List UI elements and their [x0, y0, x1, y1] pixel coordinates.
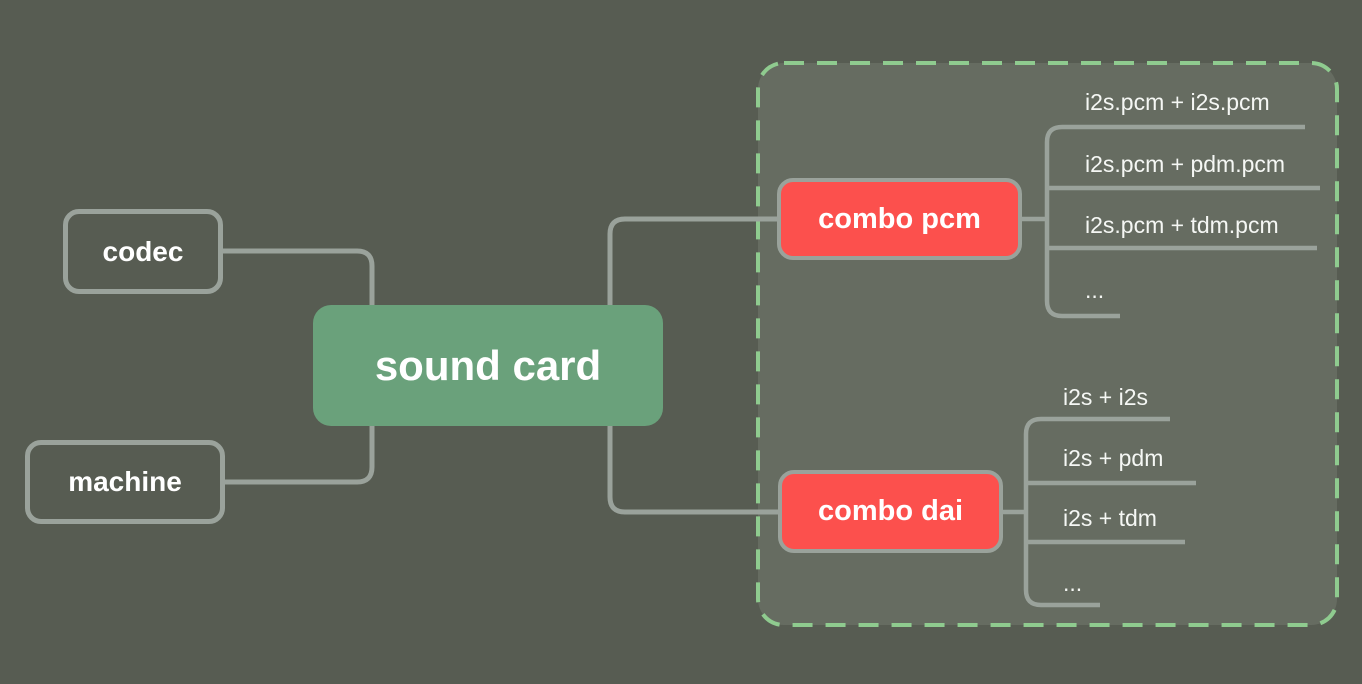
node-combo-dai-label: combo dai [817, 495, 963, 527]
leaf-dai-4: ... [1063, 570, 1083, 596]
leaf-pcm-3: i2s.pcm + tdm.pcm [1085, 212, 1279, 238]
node-codec: codec [63, 209, 223, 294]
leaf-underline-dai-1 [1023, 416, 1170, 435]
leaf-pcm-1: i2s.pcm + i2s.pcm [1085, 89, 1270, 115]
edge-machine-soundcard [225, 426, 375, 485]
node-machine-label: machine [68, 466, 182, 497]
node-codec-label: codec [102, 235, 184, 267]
leaf-pcm-4: ... [1085, 277, 1105, 303]
edge-codec-soundcard [223, 248, 375, 305]
leaf-dai-2: i2s + pdm [1063, 445, 1164, 471]
node-sound-card: sound card [313, 305, 663, 426]
leaf-dai-1: i2s + i2s [1063, 384, 1149, 410]
node-combo-pcm: combo pcm [777, 178, 1022, 260]
leaf-pcm-2: i2s.pcm + pdm.pcm [1085, 151, 1286, 177]
leaf-underline-pcm-4 [1044, 300, 1120, 319]
node-sound-card-label: sound card [374, 341, 602, 389]
edge-soundcard-combo-dai [607, 426, 778, 515]
leaf-underline-pcm-1 [1044, 124, 1305, 143]
node-combo-dai: combo dai [778, 470, 1003, 553]
leaf-dai-3: i2s + tdm [1063, 505, 1157, 531]
leaf-underline-dai-4 [1023, 589, 1100, 608]
node-combo-pcm-label: combo pcm [818, 202, 981, 235]
edge-soundcard-combo-pcm [607, 216, 777, 305]
node-machine: machine [25, 440, 225, 524]
